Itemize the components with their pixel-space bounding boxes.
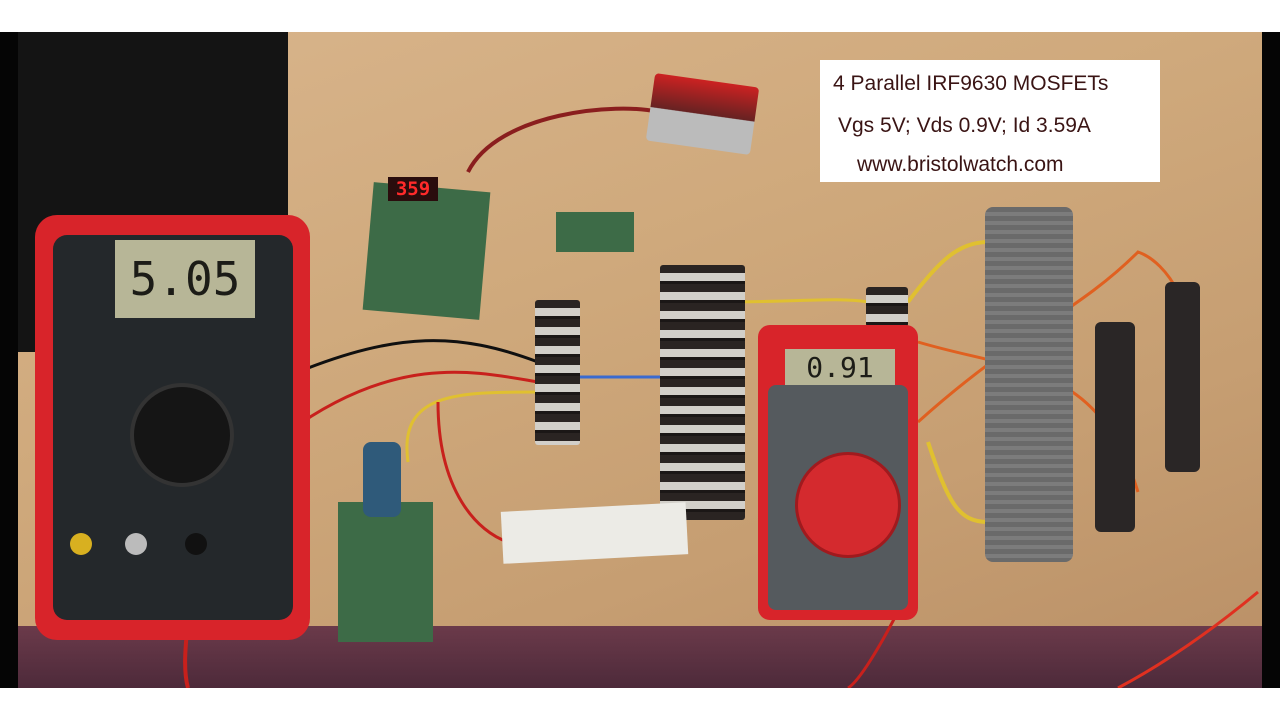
right-letterbox bbox=[1262, 32, 1280, 688]
mosfet-board bbox=[500, 502, 689, 564]
driver-board bbox=[362, 182, 491, 320]
power-resistor-gray bbox=[985, 207, 1073, 562]
left-meter-lcd: 5.05 bbox=[115, 240, 255, 318]
yellow-wire bbox=[405, 390, 539, 463]
caption-title: 4 Parallel IRF9630 MOSFETs bbox=[833, 72, 1109, 95]
wires bbox=[183, 106, 1259, 688]
pot-board bbox=[556, 212, 634, 252]
terminal-strip-small bbox=[535, 300, 580, 445]
led-display: 359 bbox=[388, 177, 438, 201]
rotary-dial[interactable] bbox=[130, 383, 234, 487]
right-meter-lcd: 0.91 bbox=[785, 349, 895, 385]
resistor-dark bbox=[1165, 282, 1200, 472]
rotary-dial[interactable] bbox=[795, 452, 901, 558]
resistor-dark bbox=[1095, 322, 1135, 532]
9v-battery bbox=[645, 73, 760, 155]
left-letterbox bbox=[0, 32, 18, 688]
left-multimeter: 5.05 bbox=[35, 215, 310, 640]
terminal-strip-top bbox=[866, 287, 908, 327]
caption-website: www.bristolwatch.com bbox=[857, 153, 1064, 176]
caption-measurements: Vgs 5V; Vds 0.9V; Id 3.59A bbox=[838, 114, 1091, 137]
black-wire bbox=[297, 339, 539, 374]
input-jack bbox=[70, 533, 92, 555]
capacitor bbox=[363, 442, 401, 517]
yellow-wire bbox=[906, 240, 989, 304]
right-multimeter: 0.91 bbox=[758, 325, 918, 620]
red-wire bbox=[436, 401, 509, 544]
input-jack bbox=[125, 533, 147, 555]
terminal-strip-large bbox=[660, 265, 745, 520]
battery-wire bbox=[466, 106, 659, 173]
input-jack bbox=[185, 533, 207, 555]
red-wire bbox=[287, 370, 539, 434]
clip-wire bbox=[1117, 590, 1259, 688]
yellow-wire bbox=[926, 441, 989, 524]
caption-box: 4 Parallel IRF9630 MOSFETs Vgs 5V; Vds 0… bbox=[820, 60, 1160, 182]
oscillator-board bbox=[338, 502, 433, 642]
